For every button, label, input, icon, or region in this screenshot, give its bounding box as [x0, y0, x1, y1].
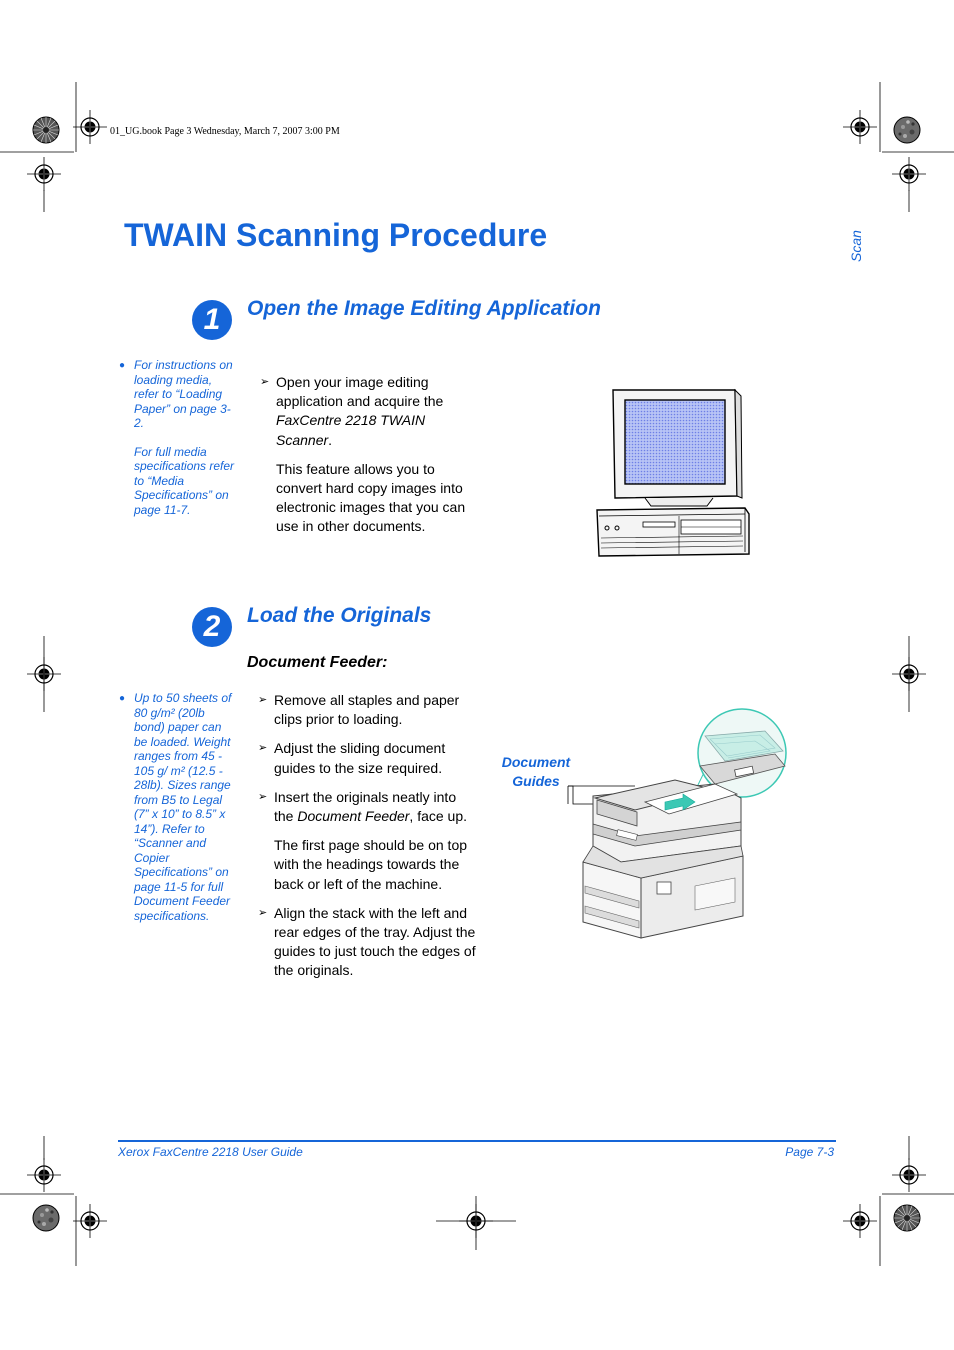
page-title: TWAIN Scanning Procedure [124, 217, 548, 253]
list-item-text: Remove all staples and paper clips prior… [274, 692, 460, 728]
step-2-body: ➢ Remove all staples and paper clips pri… [258, 691, 476, 991]
list-item-text: Open your image editing application and … [276, 374, 444, 410]
step-2-heading: Load the Originals [247, 604, 432, 627]
step-1-body: ➢ Open your image editing application an… [260, 373, 478, 547]
step-2-number-icon: 2 [192, 607, 232, 647]
list-item-text: Insert the originals neatly into the [274, 788, 457, 825]
bullet-dot-icon: ● [119, 693, 126, 704]
step-1-heading: Open the Image Editing Application [247, 297, 601, 320]
footer-page-number: Page 7-3 [785, 1145, 834, 1159]
step-2-subheading: Document Feeder: [247, 654, 388, 671]
callout-line: Guides [512, 773, 560, 789]
list-item-text: Align the stack with the left and rear e… [274, 904, 476, 979]
footer-rule [118, 1140, 836, 1142]
note-paragraph: For instructions on loading media, refer… [134, 358, 233, 430]
list-item: ➢ Open your image editing application an… [260, 373, 478, 450]
step-2-paragraph: The first page should be on top with the… [274, 837, 468, 892]
list-item-text: Adjust the sliding document guides to th… [274, 740, 446, 776]
list-item-emphasis: Document Feeder [297, 808, 410, 825]
list-item: ➢ Remove all staples and paper clips pri… [258, 691, 476, 729]
list-item-emphasis: FaxCentre 2218 TWAIN Scanner [276, 412, 426, 448]
step-1-paragraph: This feature allows you to convert hard … [276, 460, 466, 535]
note-paragraph: For full media specifications refer to “… [134, 444, 235, 517]
arrow-bullet-icon: ➢ [258, 790, 268, 803]
arrow-bullet-icon: ➢ [258, 906, 268, 919]
footer-title: Xerox FaxCentre 2218 User Guide [118, 1145, 303, 1159]
document-guides-callout: Document Guides [496, 753, 576, 791]
printer-info-line: 01_UG.book Page 3 Wednesday, March 7, 20… [110, 126, 340, 137]
list-item: ➢ Align the stack with the left and rear… [258, 904, 476, 981]
callout-line: Document [501, 754, 571, 770]
arrow-bullet-icon: ➢ [258, 694, 268, 706]
arrow-bullet-icon: ➢ [260, 376, 270, 388]
list-item: ➢ Adjust the sliding document guides to … [258, 739, 476, 777]
step-2-note: Up to 50 sheets of 80 g/m² (20lb bond) p… [134, 691, 232, 923]
computer-illustration [596, 388, 750, 557]
list-item-text: , face up. [409, 808, 468, 825]
step-1-note: For instructions on loading media, refer… [134, 358, 238, 531]
copier-illustration [567, 708, 787, 939]
section-side-label: Scan [848, 230, 864, 262]
list-item: ➢ Insert the originals neatly into the D… [258, 788, 476, 826]
arrow-bullet-icon: ➢ [258, 742, 268, 755]
step-1-number-icon: 1 [192, 300, 232, 340]
bullet-dot-icon: ● [119, 360, 126, 371]
list-item-text: . [328, 431, 333, 448]
